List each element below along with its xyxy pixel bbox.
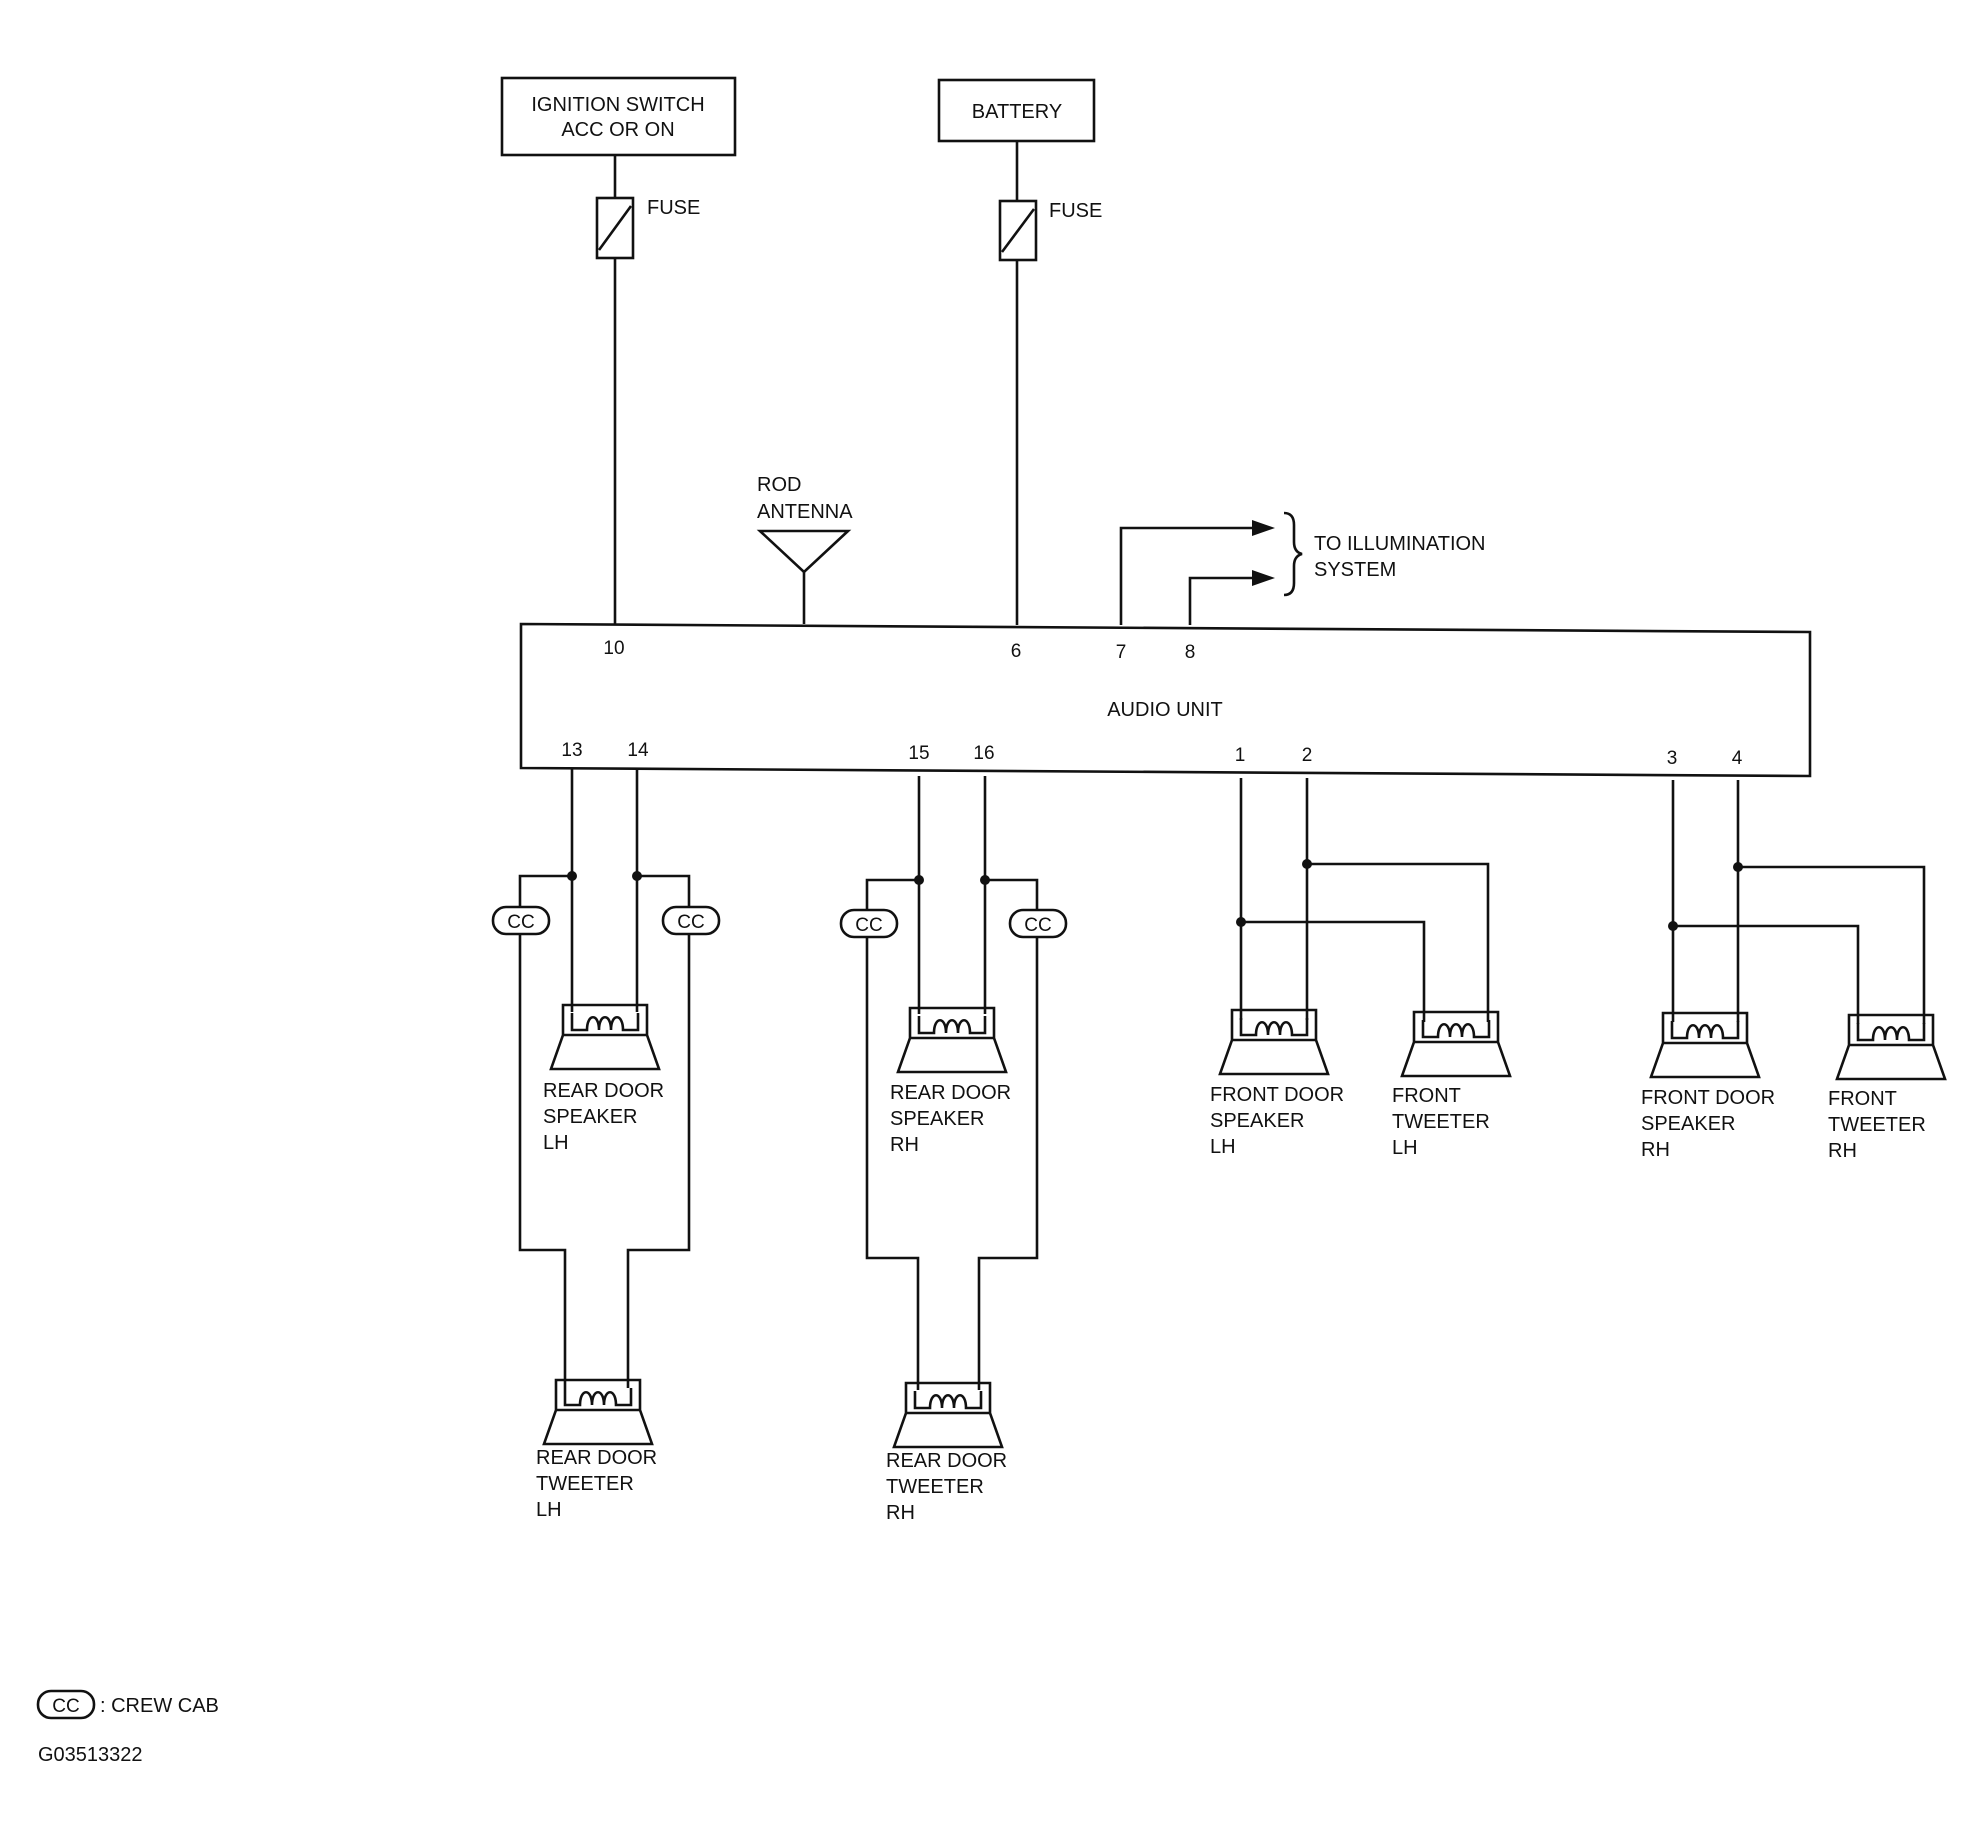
svg-text:CC: CC [677,912,704,933]
illumination-outputs: TO ILLUMINATION SYSTEM [1119,511,1486,625]
rear-lh-wiring [518,768,691,1388]
pin-7: 7 [1116,642,1127,663]
pin-10: 10 [603,638,624,659]
speaker-symbol-front-door-speaker-lh [1218,1008,1330,1076]
rod-antenna: ROD ANTENNA [756,474,853,624]
audio-unit-label: AUDIO UNIT [1107,699,1223,721]
label-front-tweeter-lh: FRONT TWEETER LH [1392,1085,1490,1159]
svg-text:TWEETER: TWEETER [886,1476,984,1498]
svg-text:SPEAKER: SPEAKER [543,1106,637,1128]
svg-text:FRONT: FRONT [1392,1085,1461,1107]
svg-text:LH: LH [1210,1136,1236,1158]
cc-tag-rear-rh-right: CC [1008,908,1068,939]
battery-fuse: FUSE [998,199,1102,262]
speaker-symbol-front-tweeter-lh [1400,1010,1512,1078]
battery-box: BATTERY [937,78,1096,143]
front-rh-wiring [1668,780,1926,1024]
pin-16: 16 [973,743,994,764]
svg-text:RH: RH [890,1134,919,1156]
speaker-symbol-rear-door-tweeter-lh [542,1378,654,1446]
pin-13: 13 [561,740,582,761]
pin-1: 1 [1235,745,1246,766]
label-rear-door-tweeter-lh: REAR DOOR TWEETER LH [536,1447,657,1521]
rear-rh-wiring [865,776,1039,1390]
label-front-door-speaker-lh: FRONT DOOR SPEAKER LH [1210,1084,1344,1158]
pin-14: 14 [627,740,649,761]
label-rear-door-tweeter-rh: REAR DOOR TWEETER RH [886,1450,1007,1524]
svg-text:RH: RH [1828,1140,1857,1162]
pin-4: 4 [1732,748,1743,769]
audio-unit: AUDIO UNIT 10 6 7 8 13 14 15 16 1 2 3 4 [519,622,1812,778]
svg-text:RH: RH [886,1502,915,1524]
cc-tag-rear-lh-left: CC [491,905,551,936]
svg-text:LH: LH [1392,1137,1418,1159]
label-rear-door-speaker-lh: REAR DOOR SPEAKER LH [543,1080,664,1154]
svg-text:CC: CC [855,915,882,936]
illumination-label-line2: SYSTEM [1314,559,1396,581]
legend-text: : CREW CAB [100,1695,219,1717]
svg-text:TWEETER: TWEETER [536,1473,634,1495]
antenna-label-line1: ROD [757,474,801,496]
pin-8: 8 [1185,642,1196,663]
svg-text:TWEETER: TWEETER [1828,1114,1926,1136]
svg-text:FRONT DOOR: FRONT DOOR [1641,1087,1775,1109]
label-front-tweeter-rh: FRONT TWEETER RH [1828,1088,1926,1162]
svg-text:REAR DOOR: REAR DOOR [543,1080,664,1102]
ignition-label-line2: ACC OR ON [561,119,674,141]
speaker-symbol-rear-door-tweeter-rh [892,1381,1004,1449]
svg-text:CC: CC [1024,915,1051,936]
cc-tag-rear-rh-left: CC [839,908,899,939]
svg-text:FRONT DOOR: FRONT DOOR [1210,1084,1344,1106]
svg-text:TWEETER: TWEETER [1392,1111,1490,1133]
fuse-label-battery: FUSE [1049,200,1102,222]
pin-3: 3 [1667,748,1678,769]
svg-text:REAR DOOR: REAR DOOR [886,1450,1007,1472]
svg-text:REAR DOOR: REAR DOOR [536,1447,657,1469]
svg-text:RH: RH [1641,1139,1670,1161]
legend: CC : CREW CAB [36,1689,219,1720]
pin-2: 2 [1302,745,1313,766]
svg-text:FRONT: FRONT [1828,1088,1897,1110]
speaker-symbol-front-door-speaker-rh [1649,1011,1761,1079]
svg-text:SPEAKER: SPEAKER [890,1108,984,1130]
ignition-label-line1: IGNITION SWITCH [531,94,704,116]
cc-tag-rear-lh-right: CC [661,905,721,936]
svg-text:LH: LH [543,1132,569,1154]
pin-15: 15 [908,743,929,764]
ignition-fuse: FUSE [595,196,700,260]
illumination-label-line1: TO ILLUMINATION [1314,533,1486,555]
label-front-door-speaker-rh: FRONT DOOR SPEAKER RH [1641,1087,1775,1161]
svg-text:REAR DOOR: REAR DOOR [890,1082,1011,1104]
speaker-symbol-rear-door-speaker-lh [549,1003,661,1071]
svg-text:CC: CC [507,912,534,933]
pin-6: 6 [1011,641,1022,662]
svg-text:LH: LH [536,1499,562,1521]
svg-text:SPEAKER: SPEAKER [1641,1113,1735,1135]
speaker-symbol-front-tweeter-rh [1835,1013,1947,1081]
fuse-label-ignition: FUSE [647,197,700,219]
svg-text:SPEAKER: SPEAKER [1210,1110,1304,1132]
front-lh-wiring [1236,778,1490,1022]
antenna-label-line2: ANTENNA [757,501,853,523]
speaker-symbol-rear-door-speaker-rh [896,1006,1008,1074]
label-rear-door-speaker-rh: REAR DOOR SPEAKER RH [890,1082,1011,1156]
figure-code: G03513322 [38,1744,143,1766]
ignition-switch-box: IGNITION SWITCH ACC OR ON [500,76,737,157]
legend-symbol: CC [52,1696,79,1717]
battery-label: BATTERY [972,101,1062,123]
